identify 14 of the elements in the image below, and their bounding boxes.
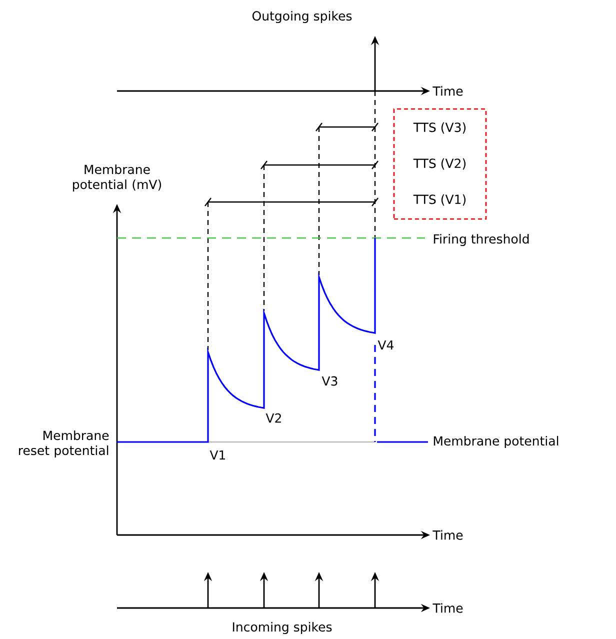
axis-label: Incoming spikes <box>232 622 332 634</box>
axis-label: Membrane potential (mV) <box>73 164 162 192</box>
axis-label: Outgoing spikes <box>252 10 352 24</box>
point-label: V1 <box>210 450 226 460</box>
axis-label: Time <box>432 530 463 540</box>
axis-label: Time <box>432 86 463 96</box>
axis-label: Time <box>432 603 463 613</box>
dashed-box: TTS (V3) TTS (V2) TTS (V1) <box>393 108 487 220</box>
threshold-label: Firing threshold <box>434 234 529 246</box>
axis-label: Membrane reset potential <box>19 430 109 458</box>
point-label: V2 <box>266 413 281 423</box>
line-label: Membrane potential <box>434 436 558 448</box>
point-label: V4 <box>378 340 394 350</box>
point-label: V3 <box>322 376 338 386</box>
